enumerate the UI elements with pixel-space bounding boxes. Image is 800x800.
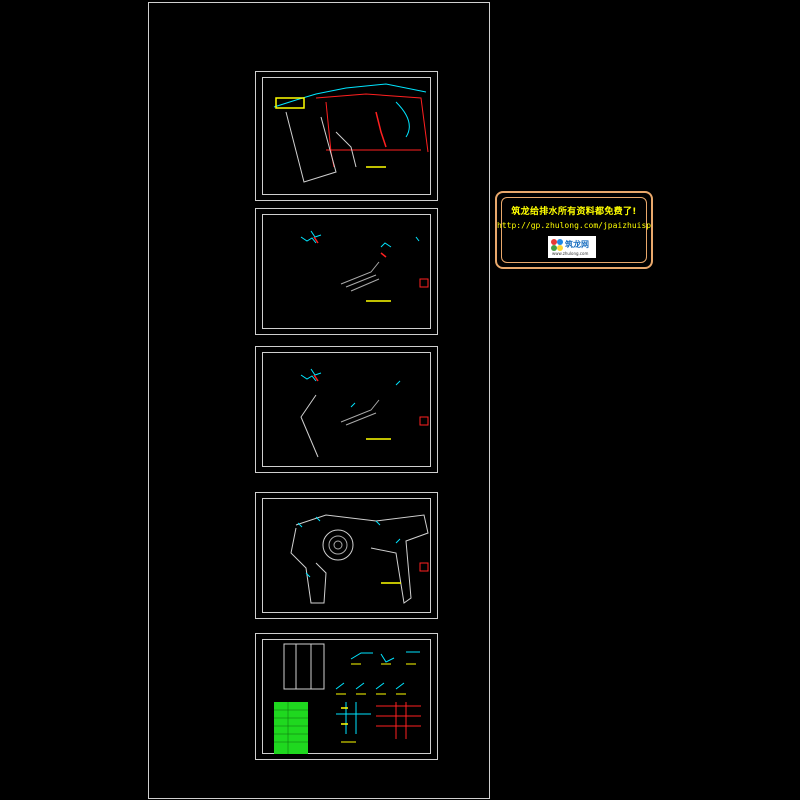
building-outline xyxy=(290,514,429,604)
circular-atrium-inner xyxy=(328,535,348,555)
sheet-plan-1[interactable] xyxy=(255,71,438,201)
circular-atrium xyxy=(322,529,354,561)
stair-hatch xyxy=(340,261,380,292)
red-risers xyxy=(376,702,421,739)
cyan-drains xyxy=(297,516,401,578)
yellow-labels xyxy=(336,663,416,743)
plan-4-drawing xyxy=(290,514,429,604)
legend-table-rows xyxy=(274,702,308,754)
sheet-system-diagram[interactable] xyxy=(255,633,438,760)
red-pipe-line xyxy=(315,93,429,153)
circular-atrium-core xyxy=(333,540,343,550)
red-fixtures xyxy=(313,374,319,382)
logo-subtitle: www.zhulong.com xyxy=(552,251,589,256)
cyan-curve xyxy=(395,101,410,138)
yellow-label-block xyxy=(275,97,305,109)
sheet-plan-2[interactable] xyxy=(255,208,438,335)
cyan-fixtures xyxy=(300,368,401,408)
sheet-border xyxy=(262,639,431,754)
red-riser-2 xyxy=(375,111,387,148)
detail-block xyxy=(283,643,325,690)
logo-mark-icon xyxy=(551,239,563,251)
yellow-riser-tags xyxy=(341,707,348,725)
sheet-border xyxy=(262,352,431,467)
cyan-fixtures xyxy=(300,230,420,248)
sheet-plan-4-roof[interactable] xyxy=(255,492,438,619)
logo-name: 筑龙网 xyxy=(565,240,589,249)
building-outline xyxy=(300,394,319,458)
red-marker-box xyxy=(419,278,429,288)
promo-banner[interactable]: 筑龙给排水所有资料都免费了! http://gp.zhulong.com/jpa… xyxy=(495,191,653,269)
red-fixtures xyxy=(313,236,387,258)
system-drawing xyxy=(274,643,421,754)
drawing-frame xyxy=(148,2,490,799)
stair-hatch xyxy=(340,399,380,426)
green-legend-table xyxy=(274,702,308,754)
sheet-border xyxy=(262,77,431,195)
promo-title: 筑龙给排水所有资料都免费了! xyxy=(511,207,637,217)
sheet-border xyxy=(262,498,431,613)
plan-2-drawing xyxy=(300,230,429,302)
cyan-risers xyxy=(336,702,371,734)
cyan-isometrics xyxy=(335,651,420,690)
sheet-plan-3[interactable] xyxy=(255,346,438,473)
plan-1-drawing xyxy=(273,83,429,183)
cyan-pipe-line xyxy=(273,83,427,108)
zhulong-logo[interactable]: 筑龙网 www.zhulong.com xyxy=(548,236,596,258)
sheet-border xyxy=(262,214,431,329)
building-outline xyxy=(285,111,337,183)
red-marker-box xyxy=(419,562,429,572)
red-riser xyxy=(325,101,335,168)
building-outline-2 xyxy=(335,131,357,168)
red-marker-box xyxy=(419,416,429,426)
promo-url-link[interactable]: http://gp.zhulong.com/jpaizhuisp xyxy=(497,221,652,230)
plan-3-drawing xyxy=(300,368,429,458)
promo-banner-border xyxy=(501,197,647,263)
